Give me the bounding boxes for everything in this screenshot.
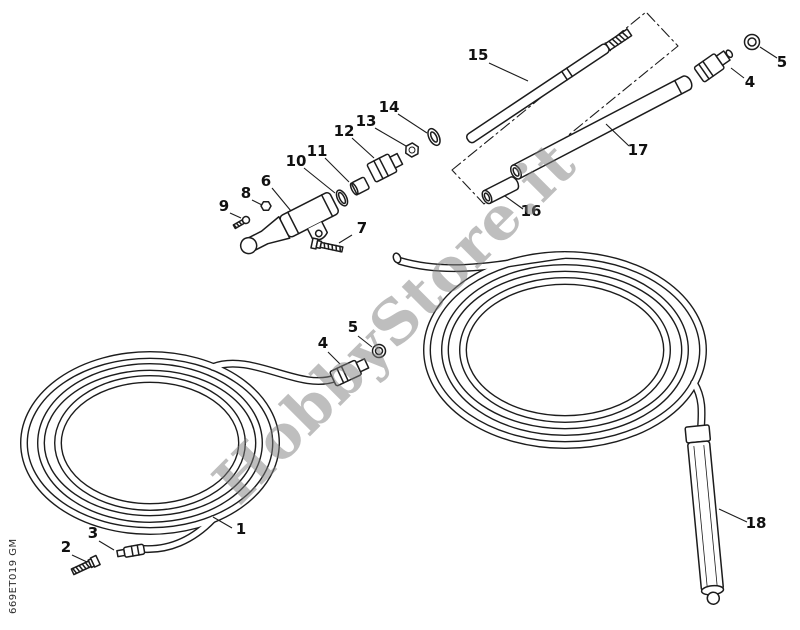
callout-7: 7 bbox=[338, 219, 367, 244]
callout-5-top: 5 bbox=[759, 46, 787, 71]
callout-4-top: 4 bbox=[730, 67, 755, 91]
callout-17: 17 bbox=[605, 123, 649, 159]
callout-15: 15 bbox=[468, 46, 529, 82]
coupling-4-mid bbox=[329, 358, 370, 387]
tube-16 bbox=[481, 176, 520, 205]
callout-label: 10 bbox=[286, 152, 307, 170]
hoses-core bbox=[21, 252, 706, 552]
callout-6: 6 bbox=[261, 172, 292, 212]
callout-2: 2 bbox=[61, 538, 88, 563]
callout-label: 11 bbox=[307, 142, 328, 160]
callout-label: 5 bbox=[777, 53, 787, 71]
callout-label: 18 bbox=[746, 514, 767, 532]
callout-10: 10 bbox=[286, 152, 336, 194]
callout-11: 11 bbox=[307, 142, 350, 183]
screw-2 bbox=[70, 554, 101, 576]
callout-5-mid: 5 bbox=[348, 318, 373, 348]
callout-label: 15 bbox=[468, 46, 489, 64]
callout-label: 8 bbox=[241, 184, 251, 202]
callout-label: 5 bbox=[348, 318, 358, 336]
callout-label: 17 bbox=[628, 141, 649, 159]
nozzle-body-6 bbox=[239, 191, 340, 255]
nut-8 bbox=[260, 200, 272, 212]
callout-12: 12 bbox=[334, 122, 375, 159]
fitting-3 bbox=[116, 543, 146, 558]
callout-label: 13 bbox=[356, 112, 377, 130]
o-ring-5-mid bbox=[371, 343, 387, 359]
tube-18 bbox=[684, 424, 725, 605]
callout-label: 3 bbox=[88, 524, 98, 542]
callout-label: 4 bbox=[745, 73, 755, 91]
callout-label: 4 bbox=[318, 334, 328, 352]
pipe-17 bbox=[509, 75, 693, 180]
screw-7 bbox=[310, 237, 344, 253]
o-ring-5-top bbox=[743, 33, 761, 51]
screw-9 bbox=[232, 215, 251, 230]
callout-label: 14 bbox=[379, 98, 400, 116]
pipe-15 bbox=[466, 28, 633, 144]
hose-fitting-ring bbox=[392, 252, 402, 264]
callout-label: 6 bbox=[261, 172, 271, 190]
nut-13 bbox=[405, 142, 419, 158]
callout-8: 8 bbox=[241, 184, 263, 206]
o-ring-10 bbox=[335, 189, 349, 207]
sleeve-11 bbox=[349, 176, 370, 196]
callout-16: 16 bbox=[504, 195, 542, 220]
washer-14 bbox=[427, 127, 441, 147]
callout-label: 12 bbox=[334, 122, 355, 140]
callout-3: 3 bbox=[88, 524, 115, 551]
callout-label: 2 bbox=[61, 538, 71, 556]
callout-13: 13 bbox=[356, 112, 407, 147]
callout-1: 1 bbox=[212, 516, 246, 538]
dashed-enclosure bbox=[451, 11, 679, 205]
plate-code: 669ET019 GM bbox=[8, 538, 19, 614]
callout-9: 9 bbox=[219, 197, 242, 219]
callout-label: 16 bbox=[521, 202, 542, 220]
callout-14: 14 bbox=[379, 98, 428, 134]
callout-4-mid: 4 bbox=[318, 334, 341, 365]
callouts: 15 5 4 14 13 12 bbox=[61, 46, 787, 563]
coupling-4-top bbox=[693, 49, 734, 83]
callout-18: 18 bbox=[718, 508, 767, 532]
callout-label: 9 bbox=[219, 197, 229, 215]
callout-label: 7 bbox=[357, 219, 367, 237]
coupling-12 bbox=[366, 152, 404, 183]
callout-label: 1 bbox=[236, 520, 246, 538]
